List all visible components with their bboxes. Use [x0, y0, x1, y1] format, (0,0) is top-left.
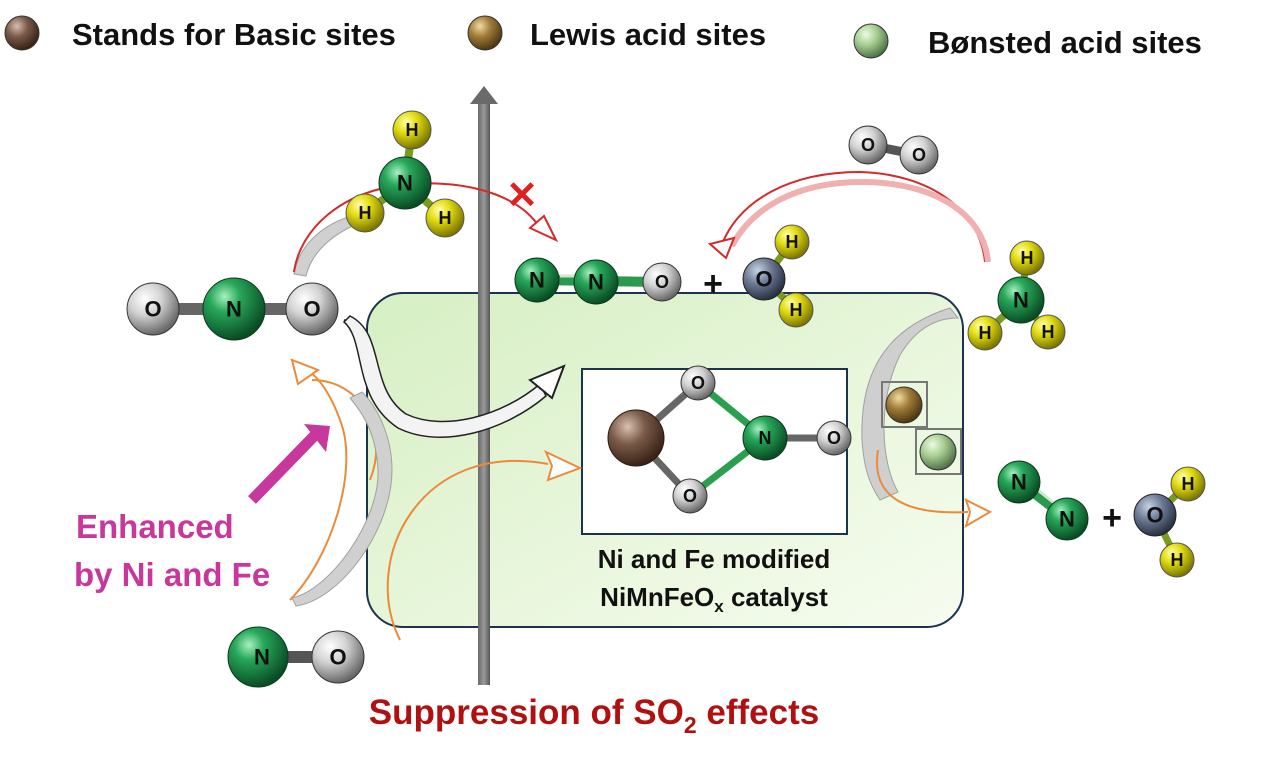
svg-text:H: H: [406, 120, 419, 140]
svg-text:H: H: [1182, 474, 1195, 494]
lewis-site-box: [881, 381, 928, 428]
svg-text:O: O: [912, 145, 926, 165]
nitrate-surface-structure: O O N O: [607, 365, 852, 514]
barrier-arrowhead: [470, 86, 498, 104]
svg-text:H: H: [1042, 322, 1055, 342]
legend: Stands for Basic sites Lewis acid sites …: [4, 15, 1202, 60]
svg-text:N: N: [226, 297, 242, 322]
bronsted-site-atom: [919, 433, 957, 471]
h2o-molecule-top: H O H: [742, 224, 814, 328]
svg-text:O: O: [1146, 503, 1163, 528]
h2o-molecule-bottom: H O H: [1133, 466, 1206, 578]
enhanced-line2: by Ni and Fe: [74, 556, 270, 593]
svg-text:O: O: [144, 297, 161, 322]
bronsted-site-icon: [853, 23, 889, 59]
svg-text:H: H: [359, 203, 372, 223]
legend-lewis-label: Lewis acid sites: [530, 17, 766, 52]
blocked-mark: ✕: [506, 175, 538, 217]
plus-sign-top: +: [703, 265, 723, 303]
enhanced-line1: Enhanced: [76, 508, 234, 545]
o2-molecule: O O: [848, 125, 939, 175]
svg-text:O: O: [329, 645, 346, 670]
svg-text:N: N: [397, 171, 413, 196]
no-adsorption-curve: [289, 371, 348, 601]
legend-bronsted-label: Bønsted acid sites: [928, 25, 1202, 60]
svg-text:H: H: [1171, 550, 1184, 570]
nh3-molecule-right: H N H H: [967, 240, 1066, 351]
svg-text:O: O: [755, 267, 772, 292]
o2-reaction-arrow: [721, 170, 986, 263]
svg-text:H: H: [439, 208, 452, 228]
no-to-surface-arrow: [386, 459, 549, 641]
suppression-label: Suppression of SO2 effects: [369, 693, 819, 738]
nh3-molecule-left: H N H H: [345, 110, 465, 238]
svg-text:N: N: [1011, 470, 1027, 495]
no-surface-arrow: [291, 391, 393, 607]
svg-text:H: H: [979, 323, 992, 343]
svg-text:O: O: [861, 135, 875, 155]
legend-basic-label: Stands for Basic sites: [72, 17, 396, 52]
lewis-site-atom: [885, 386, 923, 424]
svg-text:O: O: [827, 428, 841, 448]
svg-text:N: N: [529, 268, 545, 293]
lewis-site-icon: [467, 15, 503, 51]
svg-text:O: O: [303, 297, 320, 322]
svg-text:N: N: [1059, 507, 1075, 532]
svg-text:H: H: [790, 300, 803, 320]
svg-text:O: O: [655, 272, 669, 292]
enhancement-arrow: [248, 428, 322, 504]
n2o-intermediate: N N O: [514, 257, 682, 305]
svg-text:N: N: [254, 645, 270, 670]
svg-text:N: N: [759, 428, 772, 448]
n2-release-arrow: [875, 449, 969, 514]
plus-sign-bottom: +: [1102, 499, 1122, 537]
n2-molecule: N N: [997, 460, 1089, 541]
svg-text:N: N: [1013, 288, 1029, 313]
no-molecule: N O: [227, 626, 365, 688]
so2-barrier-pole: [478, 100, 490, 685]
svg-text:O: O: [683, 486, 697, 506]
svg-text:N: N: [588, 270, 604, 295]
svg-text:H: H: [1021, 248, 1034, 268]
bronsted-site-box: [915, 428, 962, 475]
basic-site-icon: [4, 15, 40, 51]
svg-text:O: O: [691, 373, 705, 393]
catalyst-label-line2: NiMnFeOx catalyst: [600, 582, 828, 616]
no2-molecule: O N O: [126, 277, 339, 341]
catalyst-label-line1: Ni and Fe modified: [598, 544, 831, 574]
nh3-adsorption-arrow: [861, 307, 960, 501]
svg-text:H: H: [786, 232, 799, 252]
